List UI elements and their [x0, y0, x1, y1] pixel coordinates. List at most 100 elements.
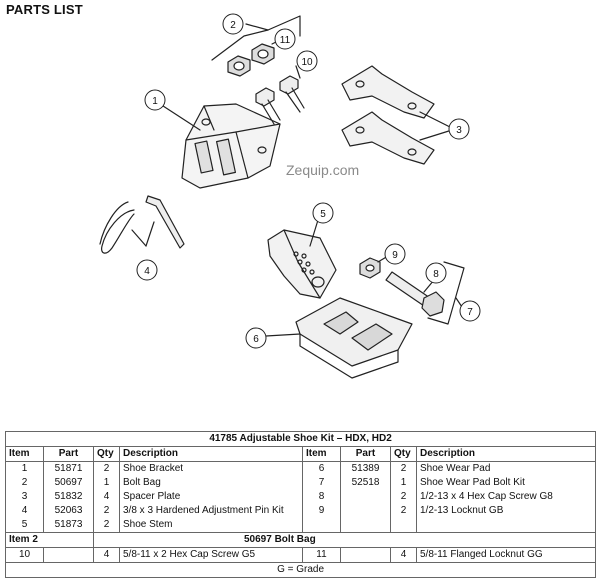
header-qty: Qty — [93, 446, 120, 462]
cell-item: 2 — [5, 476, 44, 490]
cell-qty: 2 — [390, 504, 417, 518]
cell-qty: 4 — [390, 547, 417, 563]
cell-part: 52518 — [340, 476, 391, 490]
kit-title-row: 41785 Adjustable Shoe Kit – HDX, HD2 — [4, 431, 597, 447]
cell-qty: 1 — [390, 476, 417, 490]
cell-item: 6 — [302, 461, 341, 476]
cell-item: 9 — [302, 504, 341, 518]
cell-part — [340, 490, 391, 504]
table-row: 10 4 5/8-11 x 2 Hex Cap Screw G5 11 4 5/… — [5, 547, 597, 563]
header-qty: Qty — [390, 446, 417, 462]
cell-description: Spacer Plate — [119, 490, 303, 504]
cell-item: 3 — [5, 490, 44, 504]
cell-part — [340, 518, 391, 533]
cell-description: Shoe Wear Pad Bolt Kit — [415, 476, 597, 490]
cell-qty — [390, 518, 417, 533]
header-description: Description — [119, 446, 303, 462]
callout-label-1: 1 — [152, 96, 158, 107]
table-row: 5 51873 2 Shoe Stem — [5, 518, 597, 533]
kit-title: 41785 Adjustable Shoe Kit – HDX, HD2 — [4, 431, 597, 447]
cell-part: 51871 — [43, 461, 94, 476]
callout-label-6: 6 — [253, 334, 259, 345]
grade-note-row: G = Grade — [4, 562, 597, 578]
sub-kit-title-row: Item 2 50697 Bolt Bag — [5, 532, 597, 548]
exploded-parts-diagram: 1 2 3 4 5 6 7 8 9 10 11 — [99, 13, 481, 379]
sub-kit-label: Item 2 — [5, 532, 94, 548]
callout-label-8: 8 — [433, 269, 439, 280]
cell-description: 5/8-11 x 2 Hex Cap Screw G5 — [119, 547, 303, 563]
header-part: Part — [340, 446, 391, 462]
callout-label-10: 10 — [301, 57, 313, 68]
spacer-plates-drawing — [341, 65, 453, 165]
cell-part — [340, 547, 391, 563]
header-item: Item — [5, 446, 44, 462]
cell-part: 51832 — [43, 490, 94, 504]
callout-9 — [384, 243, 406, 265]
cell-part: 52063 — [43, 504, 94, 518]
callout-label-4: 4 — [144, 266, 150, 277]
cell-description: 3/8 x 3 Hardened Adjustment Pin Kit — [119, 504, 303, 518]
wear-pad-drawing — [265, 297, 413, 379]
page-title: PARTS LIST — [6, 2, 83, 17]
callout-3 — [448, 118, 470, 140]
cell-description: 1/2-13 Locknut GB — [415, 504, 597, 518]
cell-item: 10 — [5, 547, 44, 563]
cell-qty: 2 — [390, 490, 417, 504]
cell-description: Shoe Bracket — [119, 461, 303, 476]
callout-label-11: 11 — [280, 35, 291, 46]
sub-kit-title: 50697 Bolt Bag — [92, 532, 597, 548]
shoe-stem-drawing — [267, 219, 337, 299]
cell-qty: 2 — [93, 518, 120, 533]
table-row: 1 51871 2 Shoe Bracket 6 51389 2 Shoe We… — [5, 461, 597, 476]
cell-part — [43, 547, 94, 563]
header-item: Item — [302, 446, 341, 462]
callout-5 — [312, 202, 334, 224]
cell-description — [415, 518, 597, 533]
callout-label-5: 5 — [320, 209, 326, 220]
callout-1 — [144, 89, 166, 111]
shoe-bracket-drawing — [159, 103, 281, 189]
header-part: Part — [43, 446, 94, 462]
table-row: 4 52063 2 3/8 x 3 Hardened Adjustment Pi… — [5, 504, 597, 518]
callout-4 — [136, 259, 158, 281]
table-row: 2 50697 1 Bolt Bag 7 52518 1 Shoe Wear P… — [5, 476, 597, 490]
callout-10 — [296, 50, 318, 72]
cell-item — [302, 518, 341, 533]
table-header-row: Item Part Qty Description Item Part Qty … — [5, 446, 597, 462]
pin-kit-drawing — [99, 195, 185, 254]
cell-part: 50697 — [43, 476, 94, 490]
callout-label-3: 3 — [456, 125, 462, 136]
cell-part: 51389 — [340, 461, 391, 476]
callout-7 — [459, 300, 481, 322]
bolt-bag-drawing — [211, 15, 305, 125]
cell-description: 5/8-11 Flanged Locknut GG — [415, 547, 597, 563]
header-description: Description — [415, 446, 597, 462]
callout-11 — [274, 28, 296, 50]
cell-qty: 4 — [93, 547, 120, 563]
callout-2 — [222, 13, 244, 35]
cell-item: 4 — [5, 504, 44, 518]
cell-part: 51873 — [43, 518, 94, 533]
cell-item: 5 — [5, 518, 44, 533]
watermark: Zequip.com — [286, 162, 360, 178]
callout-label-9: 9 — [392, 250, 398, 261]
cell-description: Bolt Bag — [119, 476, 303, 490]
cell-description: 1/2-13 x 4 Hex Cap Screw G8 — [415, 490, 597, 504]
cell-description: Shoe Stem — [119, 518, 303, 533]
table-row: 3 51832 4 Spacer Plate 8 2 1/2-13 x 4 He… — [5, 490, 597, 504]
grade-note: G = Grade — [4, 562, 597, 578]
locknut-drawing — [359, 255, 389, 279]
cell-qty: 2 — [93, 461, 120, 476]
parts-table: 41785 Adjustable Shoe Kit – HDX, HD2 Ite… — [4, 431, 597, 578]
cell-qty: 4 — [93, 490, 120, 504]
cell-qty: 2 — [390, 461, 417, 476]
cell-item: 1 — [5, 461, 44, 476]
cell-item: 8 — [302, 490, 341, 504]
callout-label-7: 7 — [467, 307, 473, 318]
cell-item: 7 — [302, 476, 341, 490]
cell-qty: 1 — [93, 476, 120, 490]
cell-qty: 2 — [93, 504, 120, 518]
cell-item: 11 — [302, 547, 341, 563]
callout-8 — [425, 262, 447, 284]
cell-part — [340, 504, 391, 518]
